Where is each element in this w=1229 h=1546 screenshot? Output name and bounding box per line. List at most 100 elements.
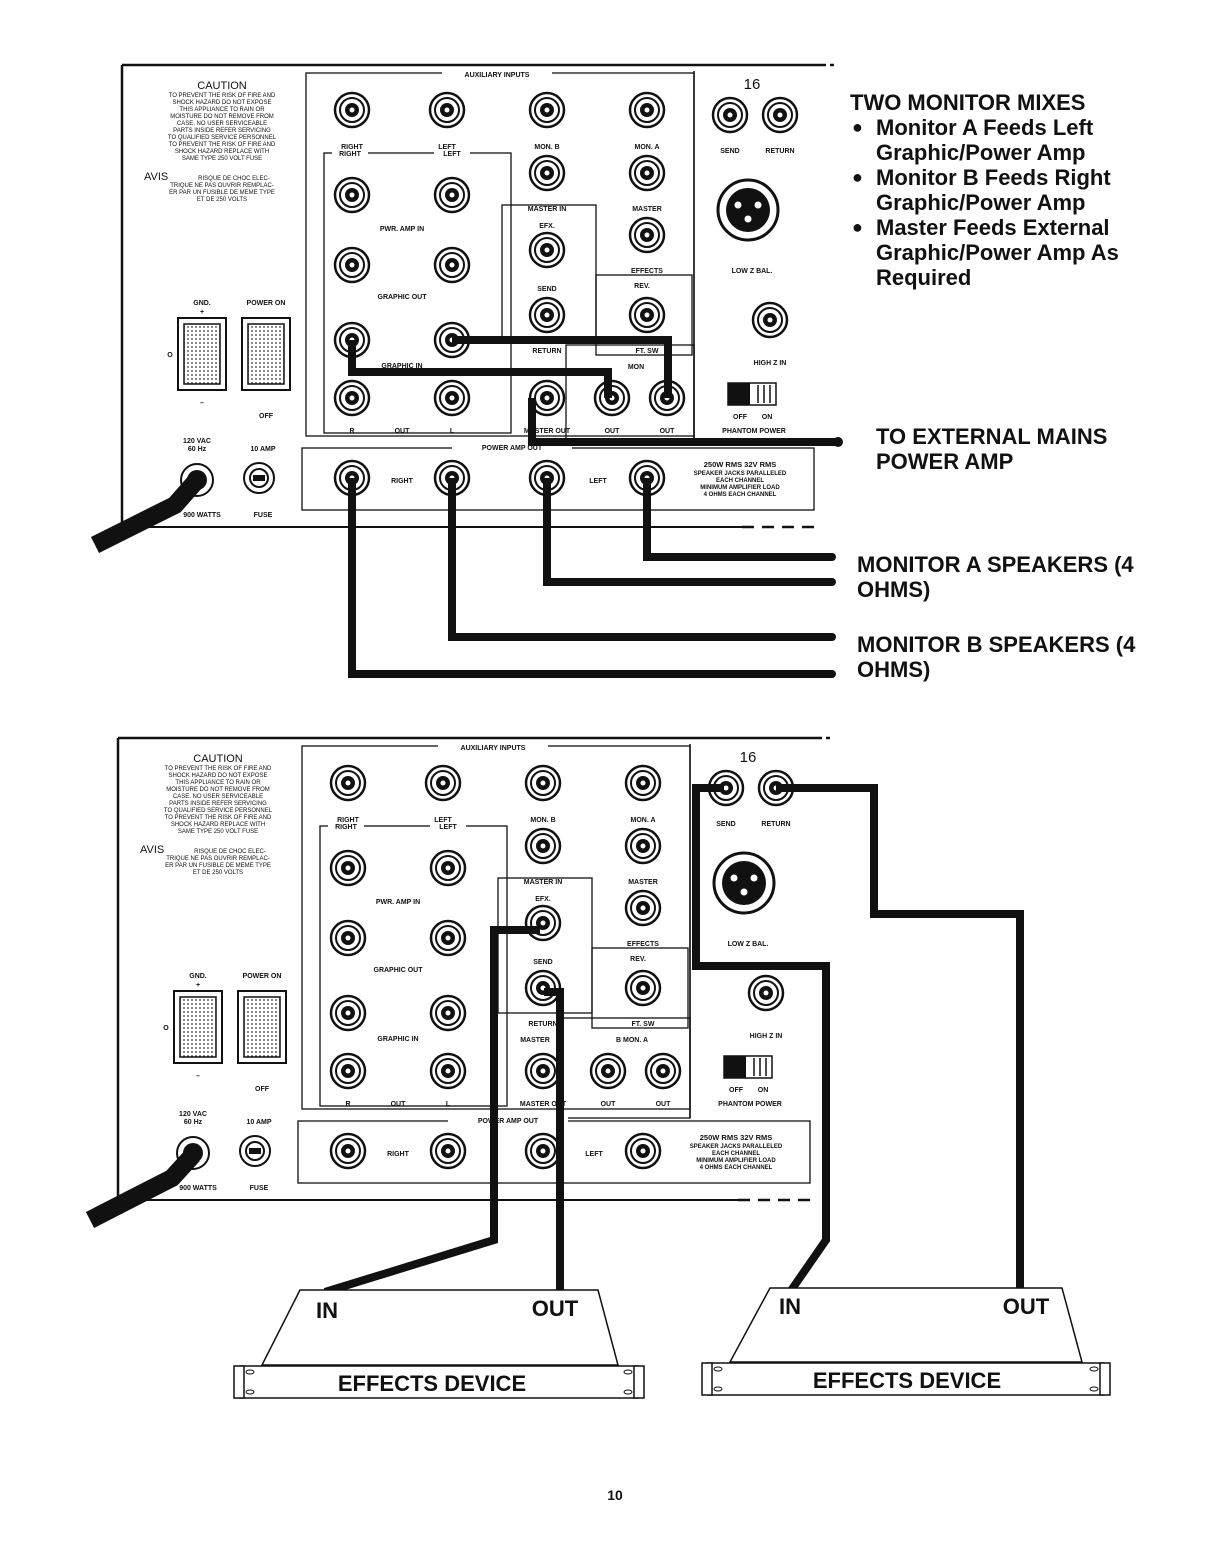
svg-text:RETURN: RETURN	[765, 148, 794, 155]
svg-text:ER PAR UN FUSIBLE DE MEME TYPE: ER PAR UN FUSIBLE DE MEME TYPE	[165, 863, 271, 869]
svg-text:EFFECTS DEVICE: EFFECTS DEVICE	[338, 1371, 526, 1396]
notes-heading: TWO MONITOR MIXES	[850, 90, 1086, 115]
svg-text:B MON. A: B MON. A	[616, 1037, 648, 1044]
svg-text:16: 16	[740, 749, 757, 766]
bottom-cables	[85, 784, 1024, 1296]
svg-text:SEND: SEND	[537, 286, 556, 293]
notes-list: Monitor A Feeds Left Graphic/Power Amp M…	[850, 115, 1220, 290]
svg-text:MON. B: MON. B	[534, 144, 559, 151]
note-bullet: Monitor A Feeds Left Graphic/Power Amp	[850, 115, 1220, 165]
svg-text:MASTER IN: MASTER IN	[528, 206, 567, 213]
svg-text:RISQUE DE CHOC ELEC-: RISQUE DE CHOC ELEC-	[198, 176, 270, 182]
svg-text:RIGHT: RIGHT	[341, 144, 364, 151]
svg-text:RIGHT: RIGHT	[387, 1151, 410, 1158]
svg-text:EFFECTS: EFFECTS	[627, 941, 659, 948]
svg-text:OUT: OUT	[601, 1101, 617, 1108]
svg-text:250W RMS 32V RMS: 250W RMS 32V RMS	[704, 460, 777, 469]
svg-text:+: +	[200, 309, 204, 316]
svg-text:+: +	[196, 982, 200, 989]
svg-text:LOW Z BAL.: LOW Z BAL.	[728, 941, 769, 948]
svg-text:AUXILIARY INPUTS: AUXILIARY INPUTS	[465, 72, 530, 79]
svg-text:GRAPHIC OUT: GRAPHIC OUT	[374, 967, 424, 974]
svg-text:PHANTOM POWER: PHANTOM POWER	[718, 1101, 782, 1108]
svg-text:ET DE 250 VOLTS: ET DE 250 VOLTS	[193, 870, 243, 876]
svg-text:LOW Z BAL.: LOW Z BAL.	[732, 268, 773, 275]
svg-text:PARTS INSIDE REFER SERVICING: PARTS INSIDE REFER SERVICING	[169, 801, 267, 807]
svg-text:SPEAKER JACKS PARALLELED: SPEAKER JACKS PARALLELED	[690, 1144, 783, 1150]
svg-text:POWER ON: POWER ON	[247, 300, 286, 307]
svg-text:–: –	[196, 1073, 200, 1080]
effects-device-2: IN OUT EFFECTS DEVICE	[701, 1287, 1111, 1396]
svg-text:SHOCK HAZARD DO NOT EXPOSE: SHOCK HAZARD DO NOT EXPOSE	[173, 100, 272, 106]
svg-text:–: –	[200, 400, 204, 407]
svg-text:900 WATTS: 900 WATTS	[183, 512, 221, 519]
svg-text:L: L	[450, 428, 455, 435]
svg-text:SAME TYPE 250 VOLT FUSE: SAME TYPE 250 VOLT FUSE	[182, 156, 262, 162]
svg-text:TO QUALIFIED SERVICE PERSONNEL: TO QUALIFIED SERVICE PERSONNEL	[164, 808, 273, 814]
svg-text:LEFT: LEFT	[443, 151, 461, 158]
svg-text:CASE. NO USER SERVICEABLE: CASE. NO USER SERVICEABLE	[173, 794, 263, 800]
svg-text:SAME TYPE 250 VOLT FUSE: SAME TYPE 250 VOLT FUSE	[178, 829, 258, 835]
svg-text:MASTER: MASTER	[628, 879, 658, 886]
svg-text:SHOCK HAZARD REPLACE WITH: SHOCK HAZARD REPLACE WITH	[171, 822, 265, 828]
svg-text:CASE. NO USER SERVICEABLE: CASE. NO USER SERVICEABLE	[177, 121, 267, 127]
svg-text:POWER ON: POWER ON	[243, 973, 282, 980]
svg-text:OFF: OFF	[729, 1087, 744, 1094]
svg-text:IN: IN	[316, 1298, 338, 1323]
svg-text:LEFT: LEFT	[434, 817, 452, 824]
external-mains-label: TO EXTERNAL MAINS POWER AMP	[876, 424, 1108, 474]
svg-text:60 Hz: 60 Hz	[188, 446, 207, 453]
svg-text:L: L	[446, 1101, 451, 1108]
svg-text:FT. SW: FT. SW	[632, 1021, 655, 1028]
svg-text:TO QUALIFIED SERVICE PERSONNEL: TO QUALIFIED SERVICE PERSONNEL	[168, 135, 277, 141]
svg-text:MASTER OUT: MASTER OUT	[524, 428, 571, 435]
svg-text:IN: IN	[779, 1294, 801, 1319]
svg-text:EACH CHANNEL: EACH CHANNEL	[712, 1151, 760, 1157]
svg-text:ET DE 250 VOLTS: ET DE 250 VOLTS	[197, 197, 247, 203]
svg-text:SEND: SEND	[720, 148, 739, 155]
svg-text:MON. B: MON. B	[530, 817, 555, 824]
svg-text:4 OHMS EACH CHANNEL: 4 OHMS EACH CHANNEL	[700, 1165, 773, 1171]
svg-text:RIGHT: RIGHT	[335, 824, 358, 831]
svg-text:OUT: OUT	[391, 1101, 407, 1108]
svg-text:SPEAKER JACKS PARALLELED: SPEAKER JACKS PARALLELED	[694, 471, 787, 477]
svg-text:THIS APPLIANCE TO RAIN OR: THIS APPLIANCE TO RAIN OR	[175, 780, 261, 786]
svg-text:900 WATTS: 900 WATTS	[179, 1185, 217, 1192]
svg-text:10 AMP: 10 AMP	[246, 1119, 271, 1126]
bottom-panel: CAUTION TO PREVENT THE RISK OF FIRE AND …	[118, 738, 833, 1200]
svg-text:250W RMS 32V RMS: 250W RMS 32V RMS	[700, 1133, 773, 1142]
svg-text:EFFECTS: EFFECTS	[631, 268, 663, 275]
svg-text:FUSE: FUSE	[250, 1185, 269, 1192]
svg-text:LEFT: LEFT	[585, 1151, 603, 1158]
svg-text:REV.: REV.	[630, 956, 646, 963]
svg-text:MASTER: MASTER	[520, 1037, 550, 1044]
svg-text:MON. A: MON. A	[630, 817, 655, 824]
svg-text:CAUTION: CAUTION	[197, 80, 247, 92]
cable-ends	[828, 437, 843, 678]
svg-text:PARTS INSIDE REFER SERVICING: PARTS INSIDE REFER SERVICING	[173, 128, 271, 134]
svg-text:GND.: GND.	[189, 973, 207, 980]
svg-text:MINIMUM AMPLIFIER LOAD: MINIMUM AMPLIFIER LOAD	[700, 485, 780, 491]
svg-text:O: O	[163, 1025, 169, 1032]
svg-text:O: O	[167, 352, 173, 359]
svg-text:MON. A: MON. A	[634, 144, 659, 151]
svg-text:TO PREVENT THE RISK OF FIRE AN: TO PREVENT THE RISK OF FIRE AND	[165, 766, 272, 772]
svg-text:AVIS: AVIS	[140, 844, 164, 856]
svg-text:120 VAC: 120 VAC	[179, 1111, 207, 1118]
top-cables	[90, 336, 835, 678]
svg-text:OUT: OUT	[532, 1296, 579, 1321]
svg-text:ER PAR UN FUSIBLE DE MEME TYPE: ER PAR UN FUSIBLE DE MEME TYPE	[169, 190, 275, 196]
svg-text:RIGHT: RIGHT	[391, 478, 414, 485]
svg-text:OUT: OUT	[395, 428, 411, 435]
svg-text:OFF: OFF	[733, 414, 748, 421]
monitor-a-speakers-label: MONITOR A SPEAKERS (4 OHMS)	[857, 552, 1134, 602]
svg-text:FT. SW: FT. SW	[636, 348, 659, 355]
monitor-mix-notes: TWO MONITOR MIXES Monitor A Feeds Left G…	[850, 90, 1220, 290]
svg-text:EACH CHANNEL: EACH CHANNEL	[716, 478, 764, 484]
note-bullet: Monitor B Feeds Right Graphic/Power Amp	[850, 165, 1220, 215]
svg-text:MINIMUM AMPLIFIER LOAD: MINIMUM AMPLIFIER LOAD	[696, 1158, 776, 1164]
svg-text:RETURN: RETURN	[532, 348, 561, 355]
svg-text:FUSE: FUSE	[254, 512, 273, 519]
svg-text:HIGH Z IN: HIGH Z IN	[750, 1033, 783, 1040]
